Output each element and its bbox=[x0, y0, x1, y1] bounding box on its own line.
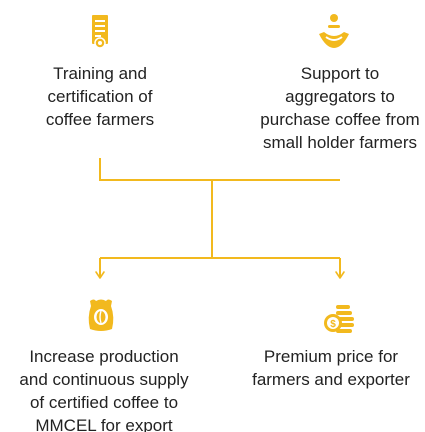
node-label-production: Increase production and continuous suppl… bbox=[6, 345, 202, 432]
node-label-line: certification of bbox=[47, 87, 153, 106]
node-label-line: farmers and exporter bbox=[252, 370, 410, 389]
node-label-line: Support to bbox=[300, 64, 380, 83]
node-label-line: of certified coffee to bbox=[29, 393, 179, 412]
node-label-line: Training and bbox=[53, 64, 147, 83]
node-label-support: Support to aggregators to purchase coffe… bbox=[245, 62, 425, 154]
coffee-sack-icon bbox=[88, 299, 114, 331]
node-label-line: Premium price for bbox=[263, 347, 399, 366]
node-label-line: coffee farmers bbox=[45, 110, 155, 129]
node-label-line: small holder farmers bbox=[263, 133, 417, 152]
svg-text:$: $ bbox=[330, 319, 336, 330]
hand-holding-coin-icon bbox=[319, 14, 349, 48]
certificate-document-icon bbox=[92, 15, 108, 49]
node-label-line: aggregators to bbox=[285, 87, 395, 106]
node-label-line: Increase production bbox=[29, 347, 179, 366]
node-label-line: purchase coffee from bbox=[260, 110, 420, 129]
connector-top-left bbox=[99, 158, 212, 181]
node-label-line: and continuous supply bbox=[19, 370, 189, 389]
node-label-line: MMCEL for export bbox=[35, 416, 173, 432]
node-label-training: Training and certification of coffee far… bbox=[30, 62, 170, 131]
coin-stack-icon: $ bbox=[324, 305, 354, 333]
arrowhead-left bbox=[95, 271, 105, 279]
node-label-premium: Premium price for farmers and exporter bbox=[238, 345, 424, 391]
arrowhead-right bbox=[335, 271, 345, 279]
